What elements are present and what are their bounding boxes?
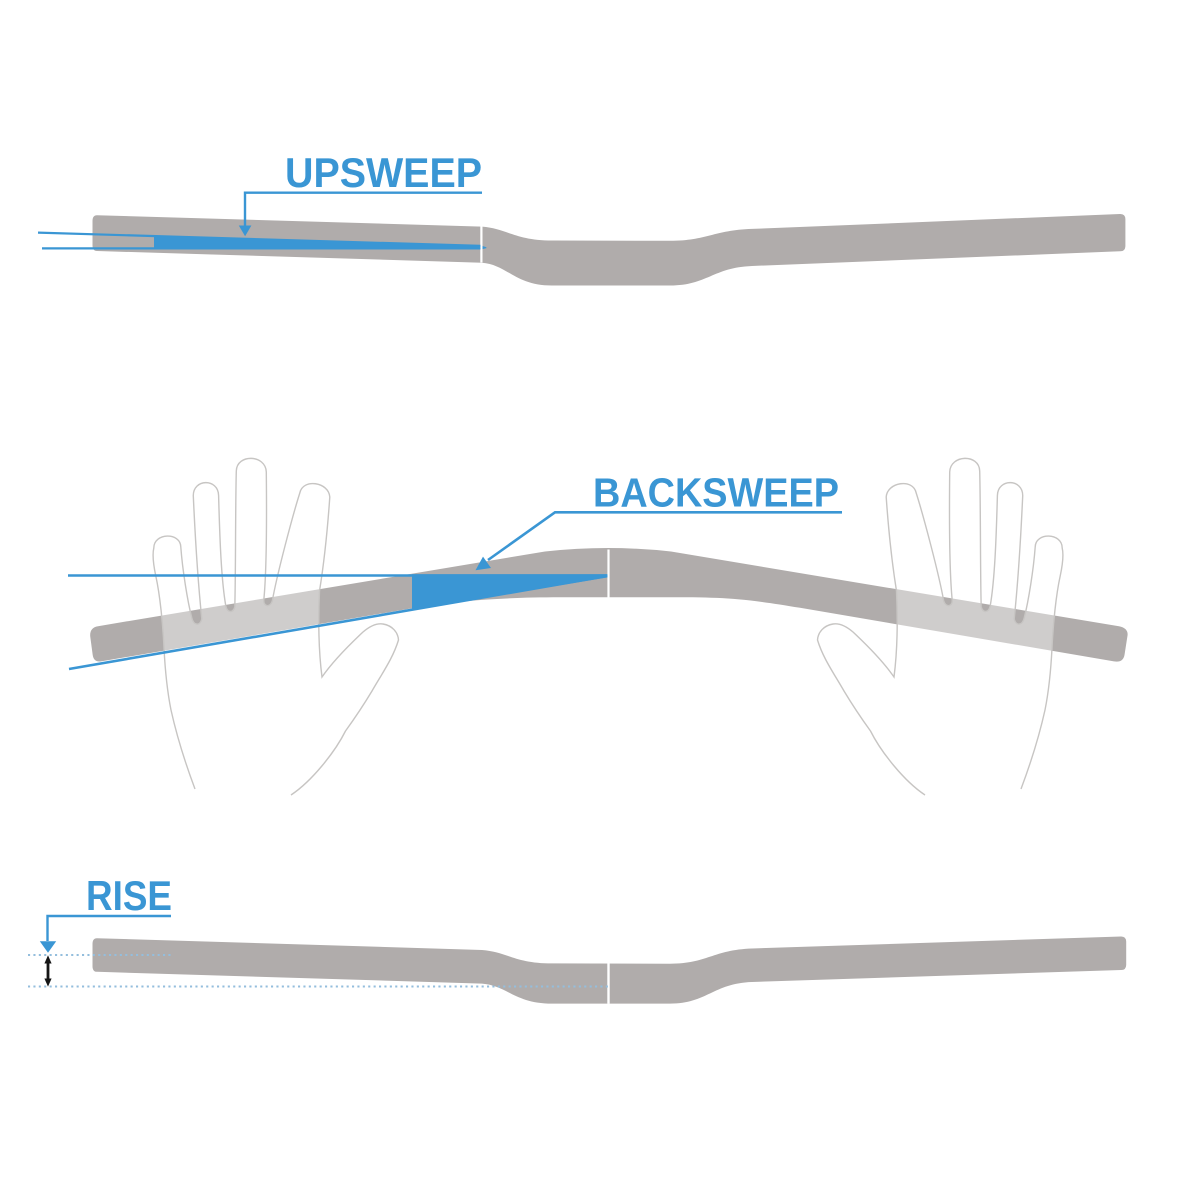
svg-text:BACKSWEEP: BACKSWEEP — [593, 470, 839, 516]
svg-text:RISE: RISE — [86, 872, 172, 919]
svg-text:UPSWEEP: UPSWEEP — [285, 149, 482, 196]
